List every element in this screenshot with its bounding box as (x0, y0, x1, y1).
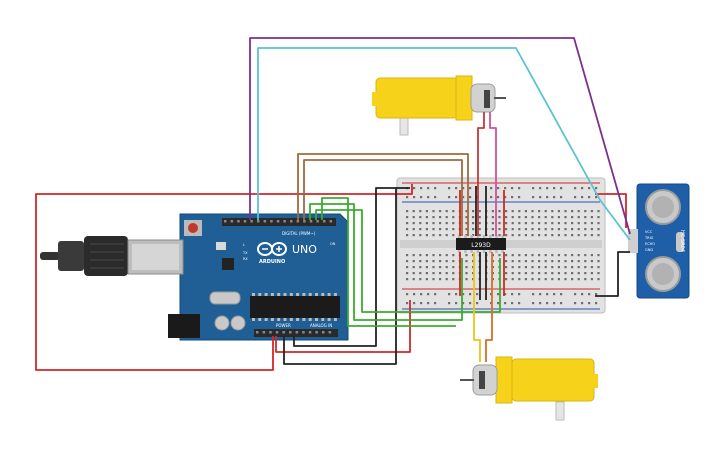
l293d-driver-chip: L293D (456, 235, 506, 253)
dc-gear-motor-bottom-icon (460, 356, 598, 421)
reset-button-icon[interactable] (184, 220, 202, 236)
tx-label: TX (242, 251, 248, 255)
usb-cable-icon (40, 236, 128, 276)
analog-label: ANALOG IN (310, 323, 332, 328)
l293d-label: L293D (471, 242, 491, 249)
wire-yellow-2 (485, 252, 493, 362)
uno-logo-text: UNO (292, 243, 317, 256)
wire-pink-1 (489, 112, 497, 236)
sensor-pin-trig: TRIG (644, 236, 654, 240)
wire-purple (249, 37, 631, 235)
wire-brown-2 (303, 159, 463, 236)
dc-gear-motor-top-icon (372, 75, 506, 136)
wire-green-3 (321, 197, 456, 327)
wire-red-rail-right (595, 193, 627, 228)
wire-green-1 (309, 203, 463, 321)
arduino-logo (257, 242, 287, 256)
digital-label: DIGITAL (PWM~) (282, 231, 316, 236)
sensor-pin-gnd: GND (645, 248, 653, 252)
wire-cyan (257, 47, 631, 241)
arduino-uno-board: UNO ARDUINO DIGITAL (PWM~) POWER ANALOG … (40, 213, 349, 341)
wires (35, 37, 631, 371)
hc-sr04-sensor: HC-SR04 VCC TRIG ECHO GND (628, 183, 690, 299)
sensor-model-label: HC-SR04 (679, 230, 685, 252)
rx-label: RX (243, 257, 248, 261)
on-label: ON (330, 242, 336, 246)
atmega-chip (250, 296, 340, 318)
wire-brown-1 (297, 153, 469, 236)
wire-pink-2 (477, 112, 485, 236)
wire-green-2 (315, 209, 501, 313)
wire-black-gnd (283, 187, 397, 365)
power-label: POWER (276, 323, 291, 328)
arduino-brand-text: ARDUINO (259, 259, 285, 265)
sensor-pin-vcc: VCC (645, 230, 653, 234)
sensor-pin-echo: ECHO (645, 242, 655, 246)
l-label: L (243, 243, 245, 247)
wire-yellow-1 (473, 252, 481, 362)
wire-red-5v (35, 184, 413, 371)
breadboard-holes (406, 187, 600, 305)
wire-black-sensor (595, 251, 630, 297)
